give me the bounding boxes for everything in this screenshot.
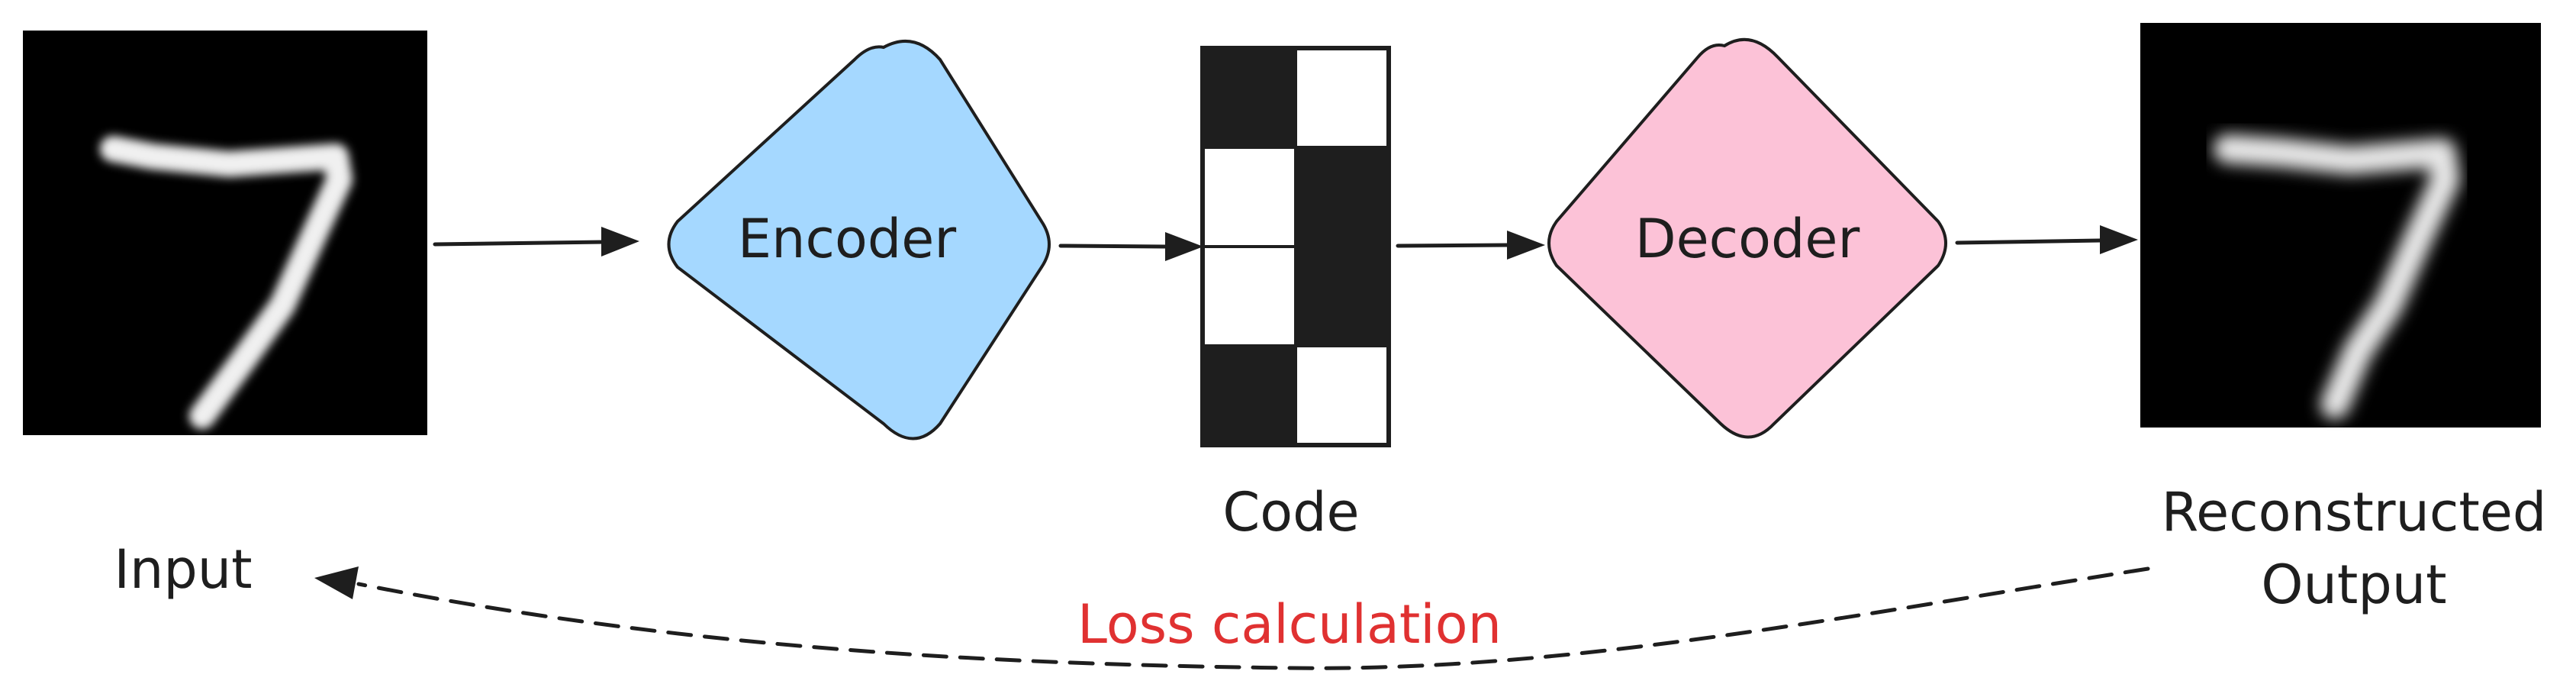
arrow-code-to-decoder (1396, 231, 1545, 260)
code-cell (1201, 47, 1297, 149)
input-image: 7 (23, 31, 427, 435)
encoder-node: Encoder (667, 40, 1051, 440)
code-cell (1294, 245, 1390, 347)
code-cell (1294, 47, 1390, 149)
arrow-input-to-encoder (433, 227, 639, 257)
decoder-node: Decoder (1547, 37, 1947, 439)
encoder-label: Encoder (738, 208, 956, 270)
code-label: Code (1222, 481, 1359, 544)
code-cell (1294, 146, 1390, 248)
loss-arrow (314, 566, 2150, 670)
output-label-line2: Output (2261, 553, 2446, 616)
code-cell (1201, 146, 1297, 248)
input-label: Input (114, 538, 252, 601)
code-grid (1200, 46, 1391, 447)
output-label-line1: Reconstructed (2162, 481, 2547, 544)
code-cell (1201, 245, 1297, 347)
decoder-label: Decoder (1635, 208, 1860, 270)
arrow-encoder-to-code (1058, 232, 1203, 261)
output-image: 7 (2140, 23, 2541, 428)
code-cell (1294, 344, 1390, 447)
code-cell (1201, 344, 1297, 447)
arrow-decoder-to-output (1955, 225, 2138, 254)
loss-label: Loss calculation (1077, 593, 1502, 656)
